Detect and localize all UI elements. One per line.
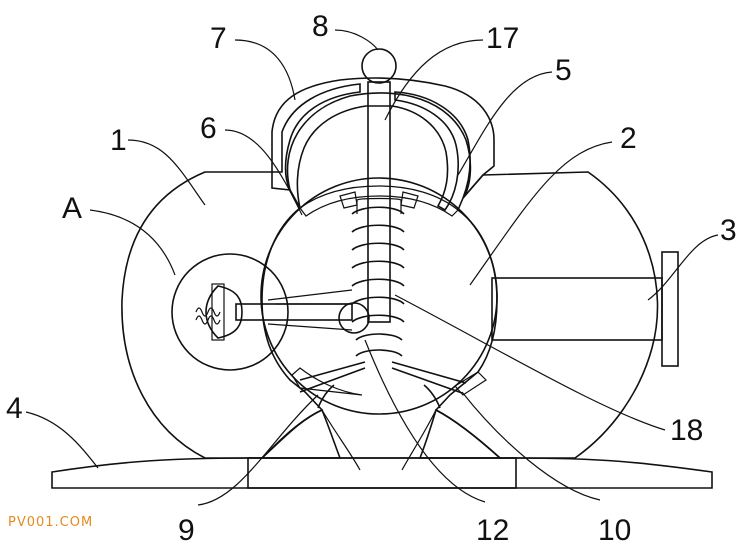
top-cap [271, 77, 495, 212]
label-18: 18 [670, 414, 703, 447]
label-17: 17 [486, 22, 519, 55]
detail-a-valve [171, 253, 353, 371]
label-8: 8 [312, 10, 329, 43]
label-10: 10 [598, 514, 631, 547]
label-4: 4 [6, 392, 23, 425]
label-2: 2 [620, 122, 637, 155]
label-6: 6 [200, 112, 217, 145]
watermark: PV001.COM [8, 515, 93, 530]
label-9: 9 [178, 514, 195, 547]
spherical-chamber [260, 177, 498, 471]
label-A: A [62, 192, 82, 225]
base-plate [51, 457, 713, 489]
outlet-pipe [491, 251, 679, 367]
label-12: 12 [476, 514, 509, 547]
label-7: 7 [210, 22, 227, 55]
label-3: 3 [720, 214, 737, 247]
labels: 1 2 3 4 5 6 7 8 9 10 12 17 18 A [6, 10, 737, 547]
label-5: 5 [555, 54, 572, 87]
rod-assembly [338, 48, 419, 357]
label-1: 1 [110, 124, 127, 157]
leader-lines [25, 29, 719, 506]
